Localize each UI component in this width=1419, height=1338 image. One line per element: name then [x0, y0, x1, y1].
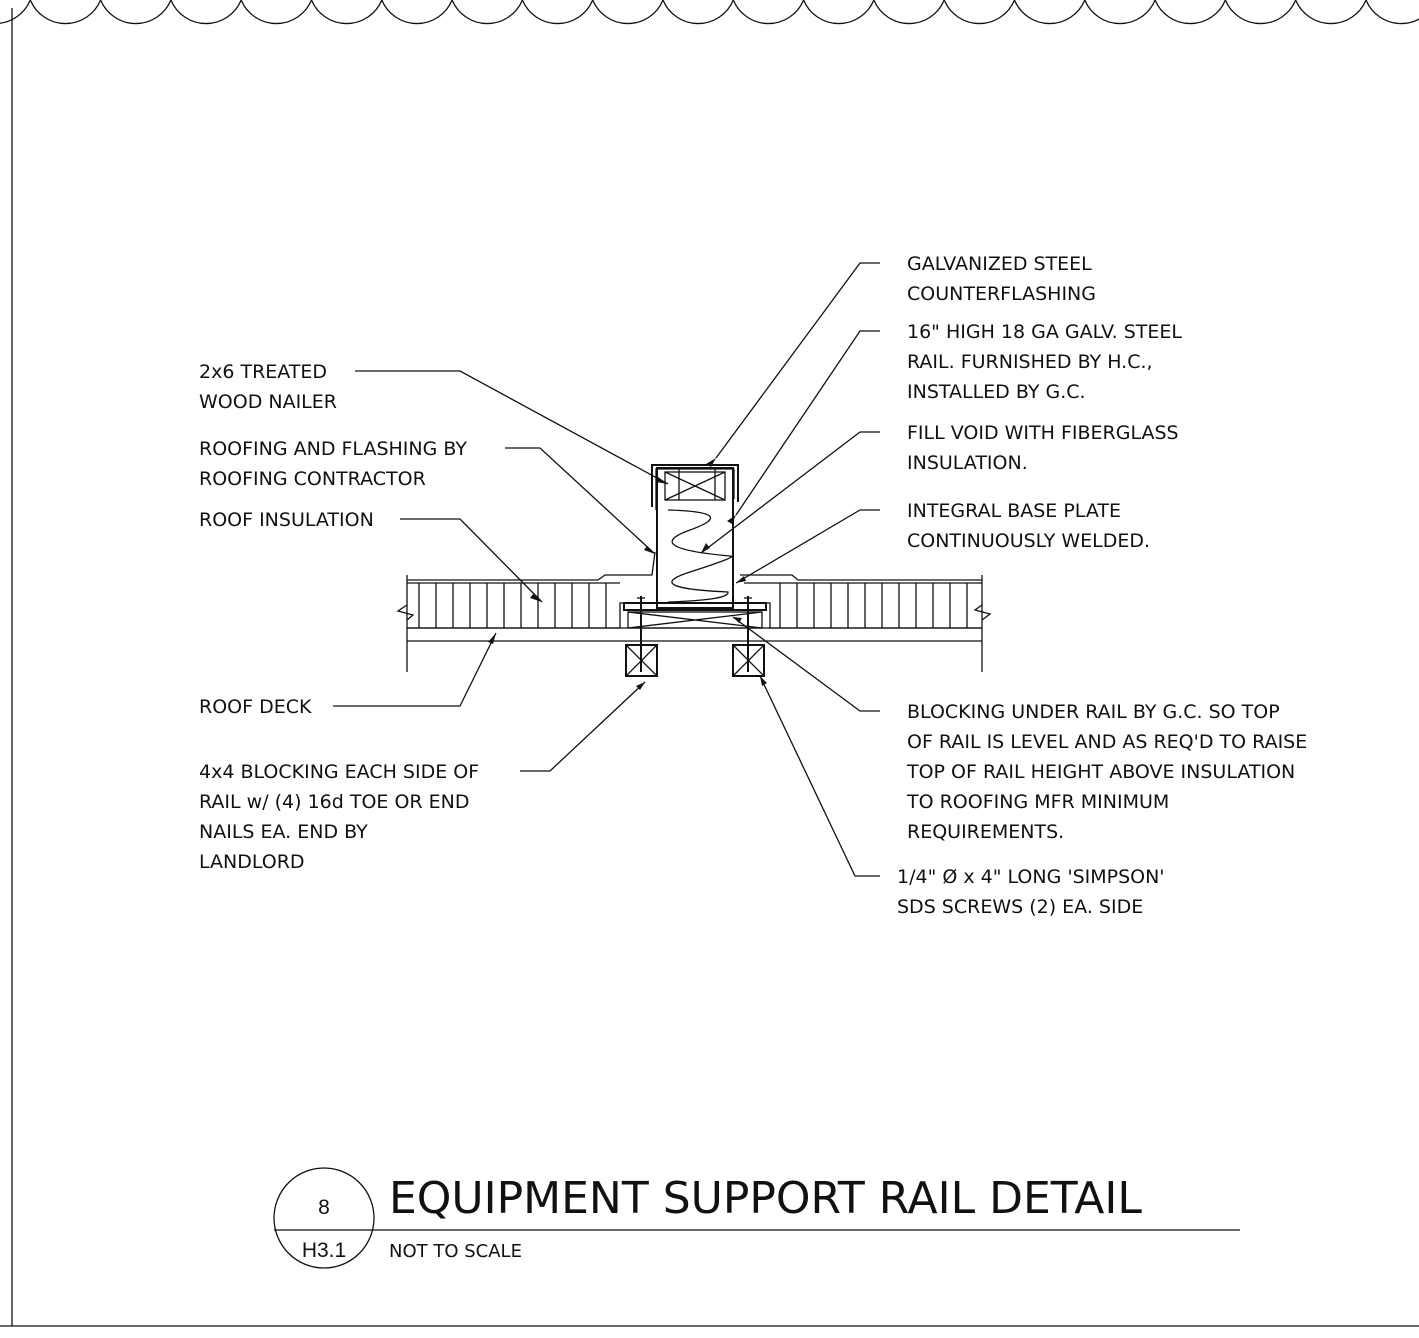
detail-number: 8 — [318, 1196, 330, 1219]
note-rail: 16" HIGH 18 GA GALV. STEEL RAIL. FURNISH… — [907, 321, 1188, 403]
notes: GALVANIZED STEEL COUNTERFLASHING 16" HIG… — [199, 253, 1313, 918]
note-roofing: ROOFING AND FLASHING BY ROOFING CONTRACT… — [199, 438, 473, 490]
note-nailer: 2x6 TREATED WOOD NAILER — [199, 361, 337, 413]
note-fill-void: FILL VOID WITH FIBERGLASS INSULATION. — [907, 422, 1185, 474]
note-screws: 1/4" Ø x 4" LONG 'SIMPSON' SDS SCREWS (2… — [897, 866, 1171, 918]
note-counterflashing: GALVANIZED STEEL COUNTERFLASHING — [907, 253, 1098, 305]
scale-note: NOT TO SCALE — [389, 1241, 522, 1262]
leader-lines — [333, 262, 880, 877]
detail-title: EQUIPMENT SUPPORT RAIL DETAIL — [389, 1173, 1142, 1224]
note-base-plate: INTEGRAL BASE PLATE CONTINUOUSLY WELDED. — [907, 500, 1150, 552]
blocking-4x4 — [625, 644, 765, 677]
note-blocking-4x4: 4x4 BLOCKING EACH SIDE OF RAIL w/ (4) 16… — [199, 761, 485, 873]
title-block: 8 H3.1 EQUIPMENT SUPPORT RAIL DETAIL NOT… — [273, 1167, 1240, 1269]
note-roof-insulation: ROOF INSULATION — [199, 509, 374, 531]
roof-assembly — [396, 551, 992, 672]
note-roof-deck: ROOF DECK — [199, 696, 312, 718]
note-blocking-under: BLOCKING UNDER RAIL BY G.C. SO TOP OF RA… — [906, 701, 1313, 843]
steel-rail — [619, 464, 771, 672]
sheet-number: H3.1 — [302, 1239, 346, 1262]
detail-bubble — [273, 1167, 375, 1269]
